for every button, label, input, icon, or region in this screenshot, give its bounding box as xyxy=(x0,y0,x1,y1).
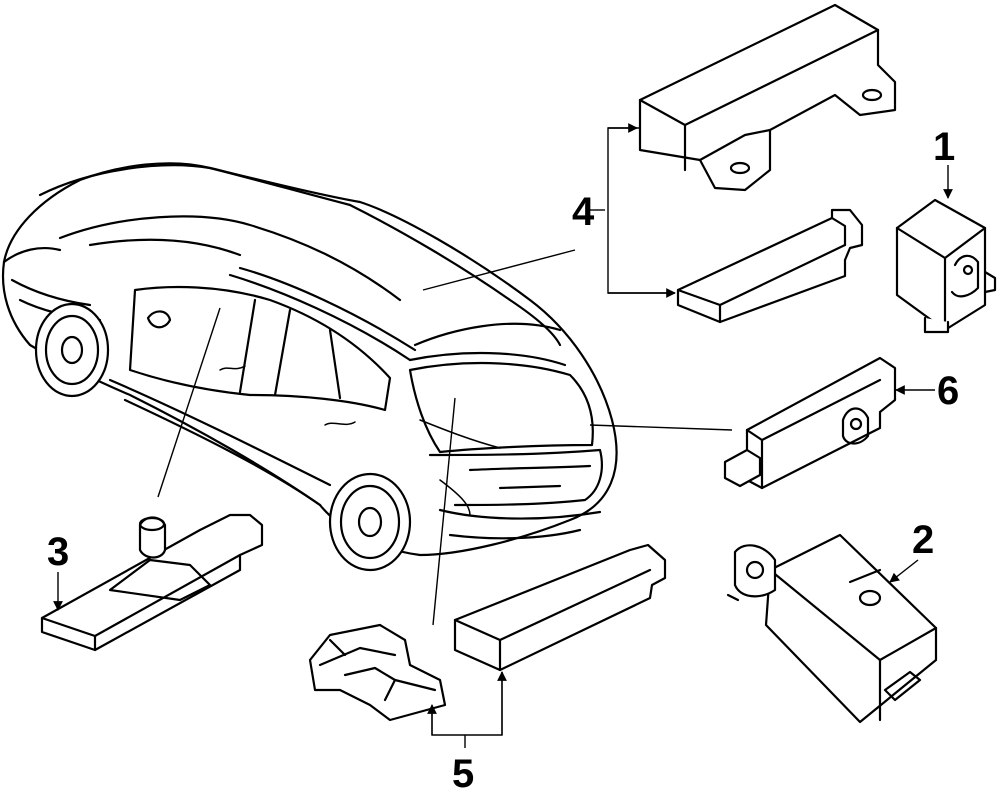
part-5-bracket xyxy=(308,623,447,722)
part-3-sensor xyxy=(40,513,264,652)
callout-3: 3 xyxy=(47,530,69,574)
part-6-module xyxy=(723,356,897,490)
part-5-module xyxy=(453,543,667,672)
part-4-module-large xyxy=(638,3,897,192)
callout-6: 6 xyxy=(937,369,959,413)
callout-2: 2 xyxy=(912,518,934,562)
callout-4: 4 xyxy=(572,190,595,234)
part-4-module-small xyxy=(676,208,864,324)
part-2-module xyxy=(726,533,938,724)
vehicle-illustration xyxy=(1,162,618,572)
callout-1: 1 xyxy=(933,125,955,169)
callout-5: 5 xyxy=(452,752,474,796)
leader-lines xyxy=(53,123,953,748)
part-1-relay xyxy=(895,198,997,334)
